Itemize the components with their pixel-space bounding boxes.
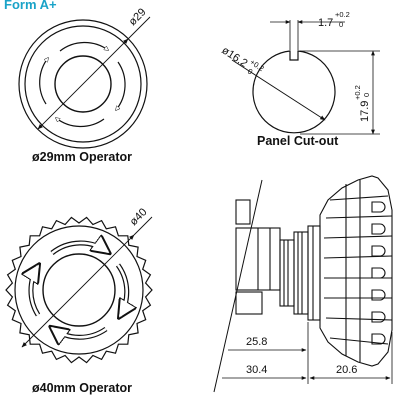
cutout-height-tol-lower: 0: [362, 93, 371, 97]
depth-inner-label: 25.8: [246, 336, 267, 348]
header-title: Form A+: [4, 0, 57, 12]
cutout-height-tol-upper: +0.2: [353, 85, 362, 100]
op29-diameter-label: ø29: [127, 6, 149, 28]
caption-cutout: Panel Cut-out: [257, 134, 339, 148]
panel-cutout-drawing: [231, 20, 380, 135]
operator-40mm-drawing: [5, 216, 153, 364]
op40-diameter-label: ø40: [128, 206, 150, 228]
slot-width-tol-lower: 0: [339, 20, 343, 29]
head-depth-label: 20.6: [336, 364, 357, 376]
caption-op40: ø40mm Operator: [32, 381, 132, 395]
slot-width-tol-upper: +0.2: [335, 10, 350, 19]
cutout-height-label: 17.9: [359, 101, 371, 122]
side-view-drawing: [213, 175, 393, 393]
operator-29mm-drawing: [18, 16, 151, 149]
cutout-diameter-tol-lower: 0: [246, 67, 254, 77]
slot-width-label: 1.7: [318, 17, 333, 29]
cutout-diameter-label: ø16.2: [219, 44, 249, 69]
caption-op29: ø29mm Operator: [32, 150, 132, 164]
depth-outer-label: 30.4: [246, 364, 267, 376]
